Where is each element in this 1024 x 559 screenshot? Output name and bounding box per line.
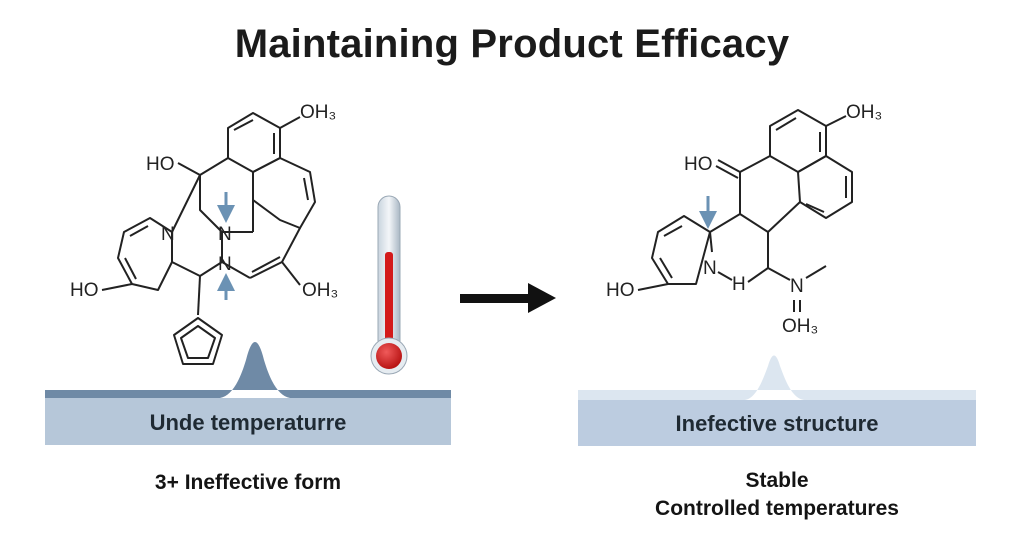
left-atom-ho-top: HO — [146, 154, 175, 175]
right-atom-h-ring: H — [732, 274, 746, 295]
right-atom-n-ring: N — [703, 258, 717, 279]
left-temperature-band — [45, 342, 451, 445]
thermometer-icon — [370, 195, 408, 375]
left-molecule — [101, 112, 316, 365]
right-arrow-icon — [460, 283, 556, 313]
left-atom-n-mid2: N — [218, 254, 232, 275]
page-title: Maintaining Product Efficacy — [234, 22, 790, 66]
right-caption-line2: Controlled temperatures — [655, 497, 899, 520]
right-atom-oh3-side: OH₃ — [782, 316, 818, 337]
left-band-label: Unde temperaturre — [149, 410, 347, 435]
right-atom-ho-top: HO — [684, 154, 713, 175]
right-atom-n-side: N — [790, 276, 804, 297]
right-band-label: Inefective structure — [675, 411, 879, 436]
right-atom-och3-top: OH₃ — [846, 102, 882, 123]
left-atom-n-mid1: N — [218, 224, 232, 245]
left-atom-ho-bottom: HO — [70, 280, 99, 301]
right-temperature-band — [578, 355, 976, 446]
left-atom-och3-bottom: OH₃ — [302, 280, 338, 301]
left-atom-n-ring: N — [161, 224, 175, 245]
right-molecule — [637, 109, 853, 312]
right-atom-ho-bottom: HO — [606, 280, 635, 301]
right-caption-line1: Stable — [745, 469, 809, 492]
left-atom-och3-top: OH₃ — [300, 102, 336, 123]
right-caption: Stable Controlled temperatures — [578, 467, 976, 523]
left-caption: 3+ Ineffective form — [154, 471, 342, 494]
